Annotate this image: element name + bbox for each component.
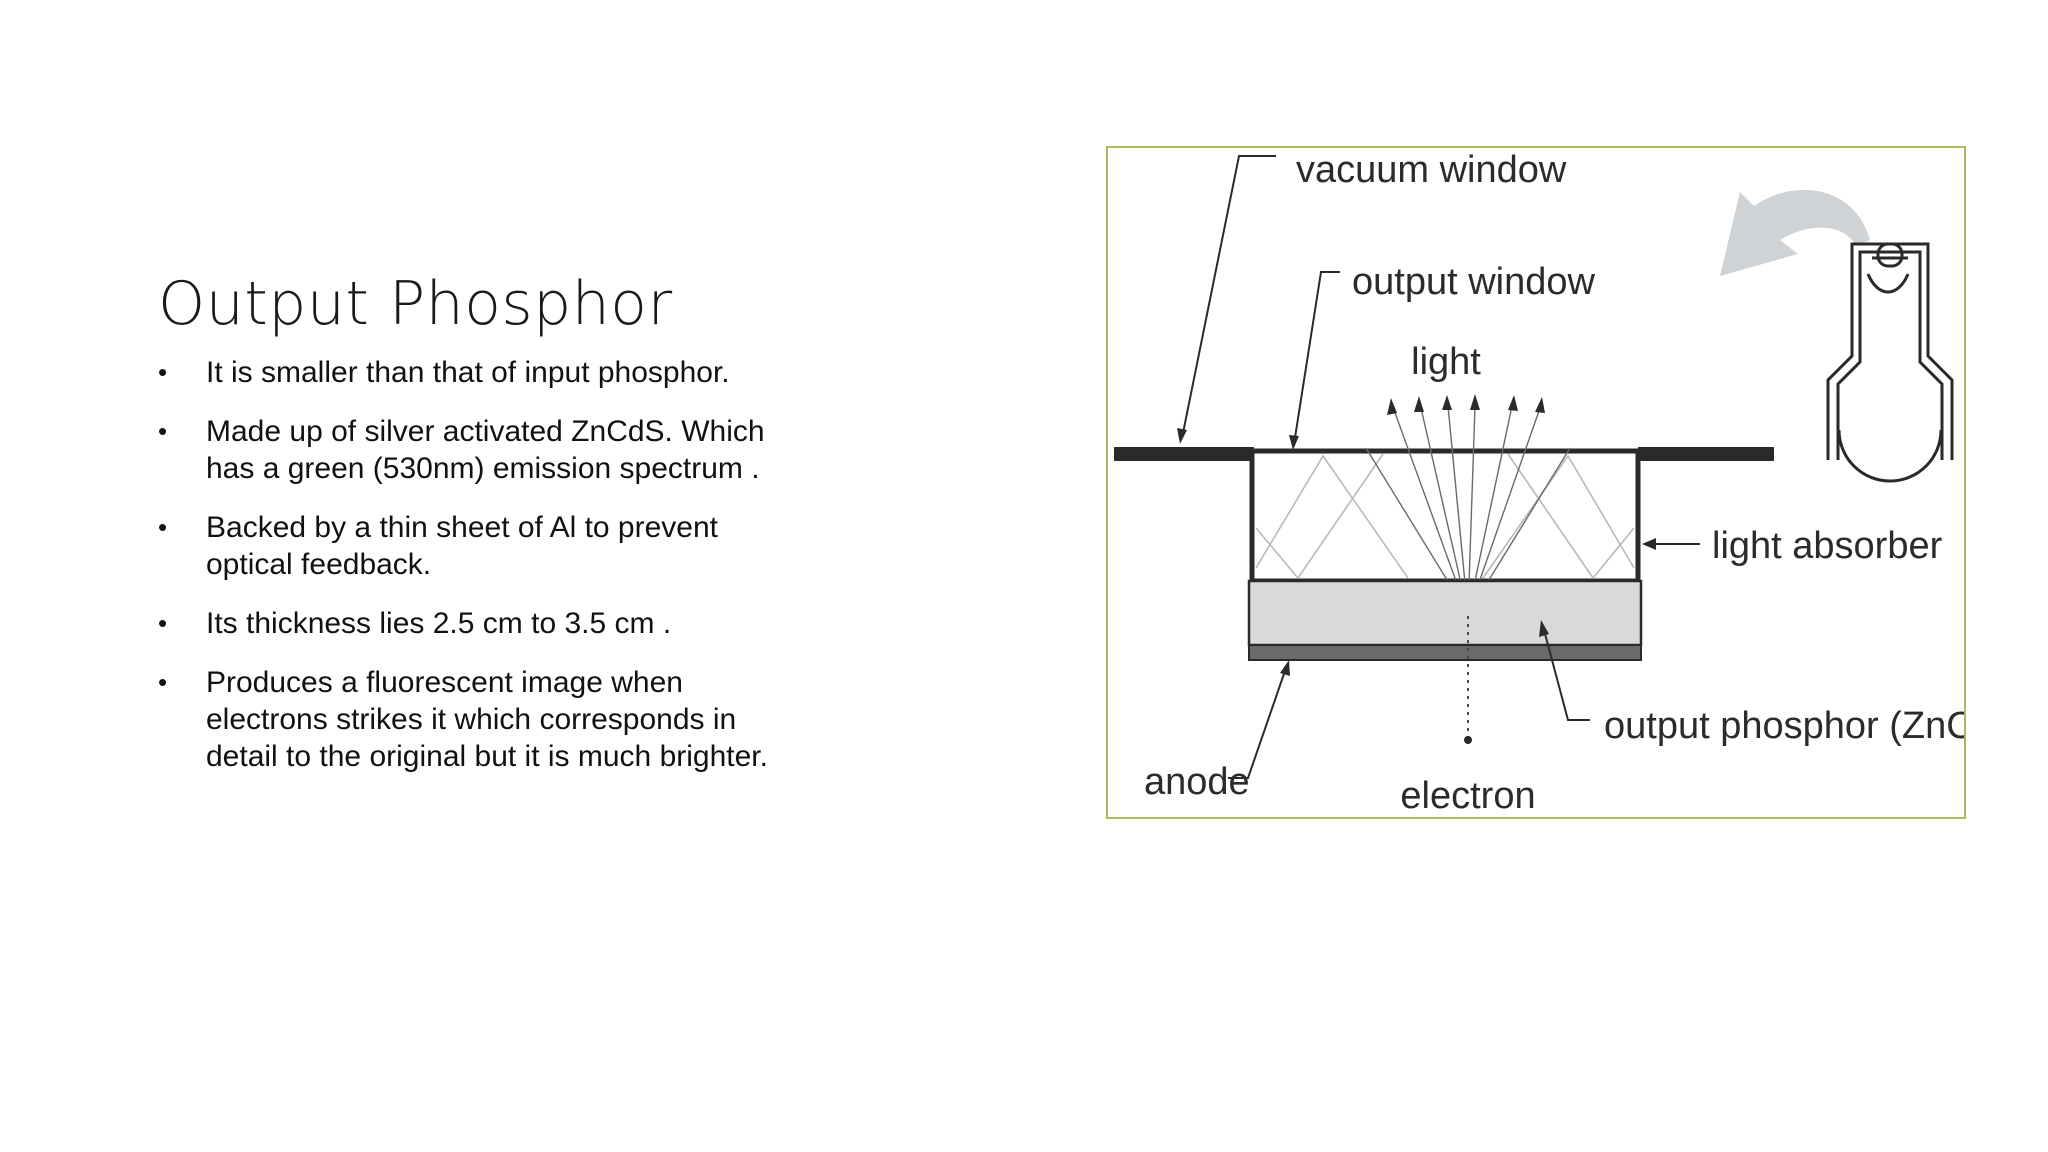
intensifier-tube-icon [1826,242,1954,483]
vacuum-window-bar-right [1638,447,1774,461]
curved-arrow-icon [1720,189,1870,276]
light-absorber-arrowhead [1642,538,1656,550]
output-phosphor-label: output phosphor (ZnCdS) [1604,705,1964,747]
anode-layer [1248,644,1642,661]
vacuum-window-arrowhead [1177,428,1187,444]
electron-label: electron [1400,775,1535,817]
vacuum-window-bar-left [1114,447,1254,461]
bullet-item: It is smaller than that of input phospho… [158,354,808,391]
bullet-item: Made up of silver activated ZnCdS. Which… [158,413,808,487]
diagram-svg: vacuum window output window light light … [1114,149,1964,817]
internal-reflection-lines [1255,453,1635,580]
output-window-arrowhead [1289,435,1299,450]
output-phosphor-diagram: vacuum window output window light light … [1106,146,1966,819]
light-label: light [1411,341,1481,383]
anode-label: anode [1144,761,1250,803]
output-window-label: output window [1352,261,1595,303]
electron-dot [1464,736,1472,744]
bullet-item: Its thickness lies 2.5 cm to 3.5 cm . [158,605,808,642]
anode-leader [1228,667,1287,779]
anode-arrowhead [1280,660,1290,676]
output-phosphor-arrowhead [1539,620,1549,637]
vacuum-window-leader [1181,155,1276,439]
output-phosphor-leader [1543,629,1590,721]
light-arrowheads [1387,394,1545,415]
bullet-list: It is smaller than that of input phospho… [158,354,808,797]
slide-title: Output Phosphor [158,269,673,339]
bullet-item: Backed by a thin sheet of Al to prevent … [158,509,808,583]
vacuum-window-label: vacuum window [1296,149,1567,191]
bullet-item: Produces a fluorescent image when electr… [158,664,808,775]
light-absorber-label: light absorber [1712,525,1943,567]
output-window-leader [1293,271,1340,445]
output-phosphor-layer [1247,579,1643,647]
